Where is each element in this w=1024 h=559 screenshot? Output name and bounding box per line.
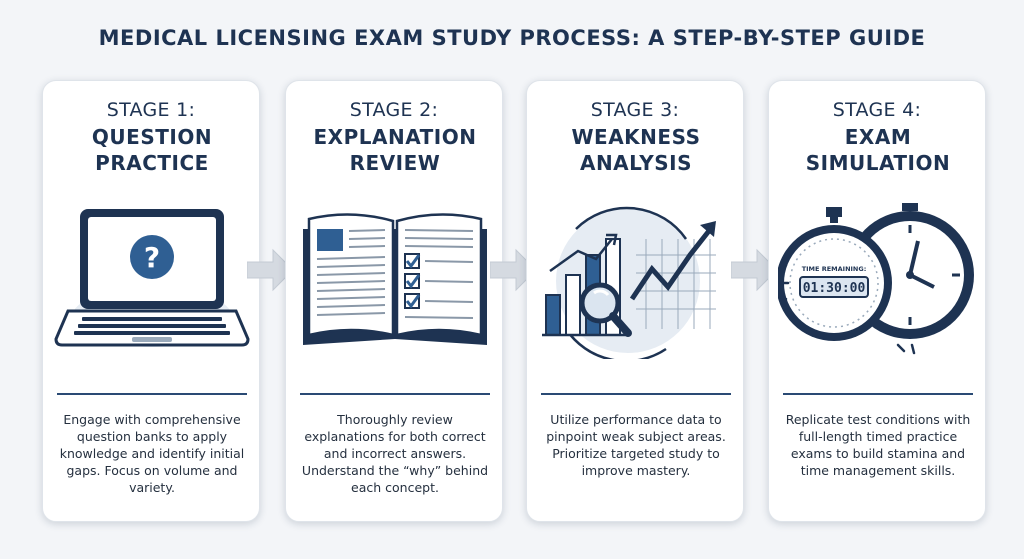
stage-name-line: SIMULATION [805, 151, 951, 175]
laptop-question-icon: ? [54, 209, 250, 347]
divider [783, 393, 973, 395]
stage-name: EXPLANATION REVIEW [294, 124, 496, 176]
stage-label: STAGE 1: [106, 99, 196, 121]
open-book-checklist-icon [303, 213, 487, 345]
stage-name-line: QUESTION [91, 125, 213, 149]
page-title: MEDICAL LICENSING EXAM STUDY PROCESS: A … [98, 26, 926, 50]
stage-name-line: PRACTICE [95, 151, 209, 175]
stage-name: QUESTION PRACTICE [51, 124, 253, 176]
svg-text:?: ? [144, 241, 160, 274]
stage-label: STAGE 4: [832, 99, 922, 121]
divider [300, 393, 490, 395]
stage-name-line: REVIEW [349, 151, 441, 175]
stage-label: STAGE 3: [590, 99, 680, 121]
stage-description: Replicate test conditions with full-leng… [785, 412, 971, 478]
stage-description: Engage with comprehensive question banks… [59, 412, 245, 495]
arrow-right-icon [731, 248, 778, 292]
stage-description: Thoroughly review explanations for both … [301, 412, 489, 495]
stage-name-line: EXAM [844, 125, 912, 149]
stage-description: Utilize performance data to pinpoint wea… [546, 412, 726, 478]
stage-name-line: EXPLANATION [313, 125, 477, 149]
stage-name: WEAKNESS ANALYSIS [535, 124, 737, 176]
timer-value: 01:30:00 [803, 281, 866, 296]
stage-name-line: WEAKNESS [571, 125, 701, 149]
divider [541, 393, 731, 395]
stage-card-exam-simulation: STAGE 4: EXAM SIMULATION TIME REMAINING:… [768, 80, 986, 522]
timer-label: TIME REMAINING: [802, 265, 867, 273]
stage-card-explanation-review: STAGE 2: EXPLANATION REVIEW [285, 80, 503, 522]
arrow-right-icon [247, 248, 294, 292]
stage-card-question-practice: STAGE 1: QUESTION PRACTICE ? Engage with… [42, 80, 260, 522]
stopwatch-clock-icon: TIME REMAINING: 01:30:00 [778, 203, 974, 355]
stage-name-line: ANALYSIS [579, 151, 693, 175]
stage-card-weakness-analysis: STAGE 3: WEAKNESS ANALYSIS [526, 80, 744, 522]
stage-name: EXAM SIMULATION [777, 124, 979, 176]
stage-label: STAGE 2: [349, 99, 439, 121]
chart-magnifier-icon [542, 206, 716, 359]
divider [57, 393, 247, 395]
